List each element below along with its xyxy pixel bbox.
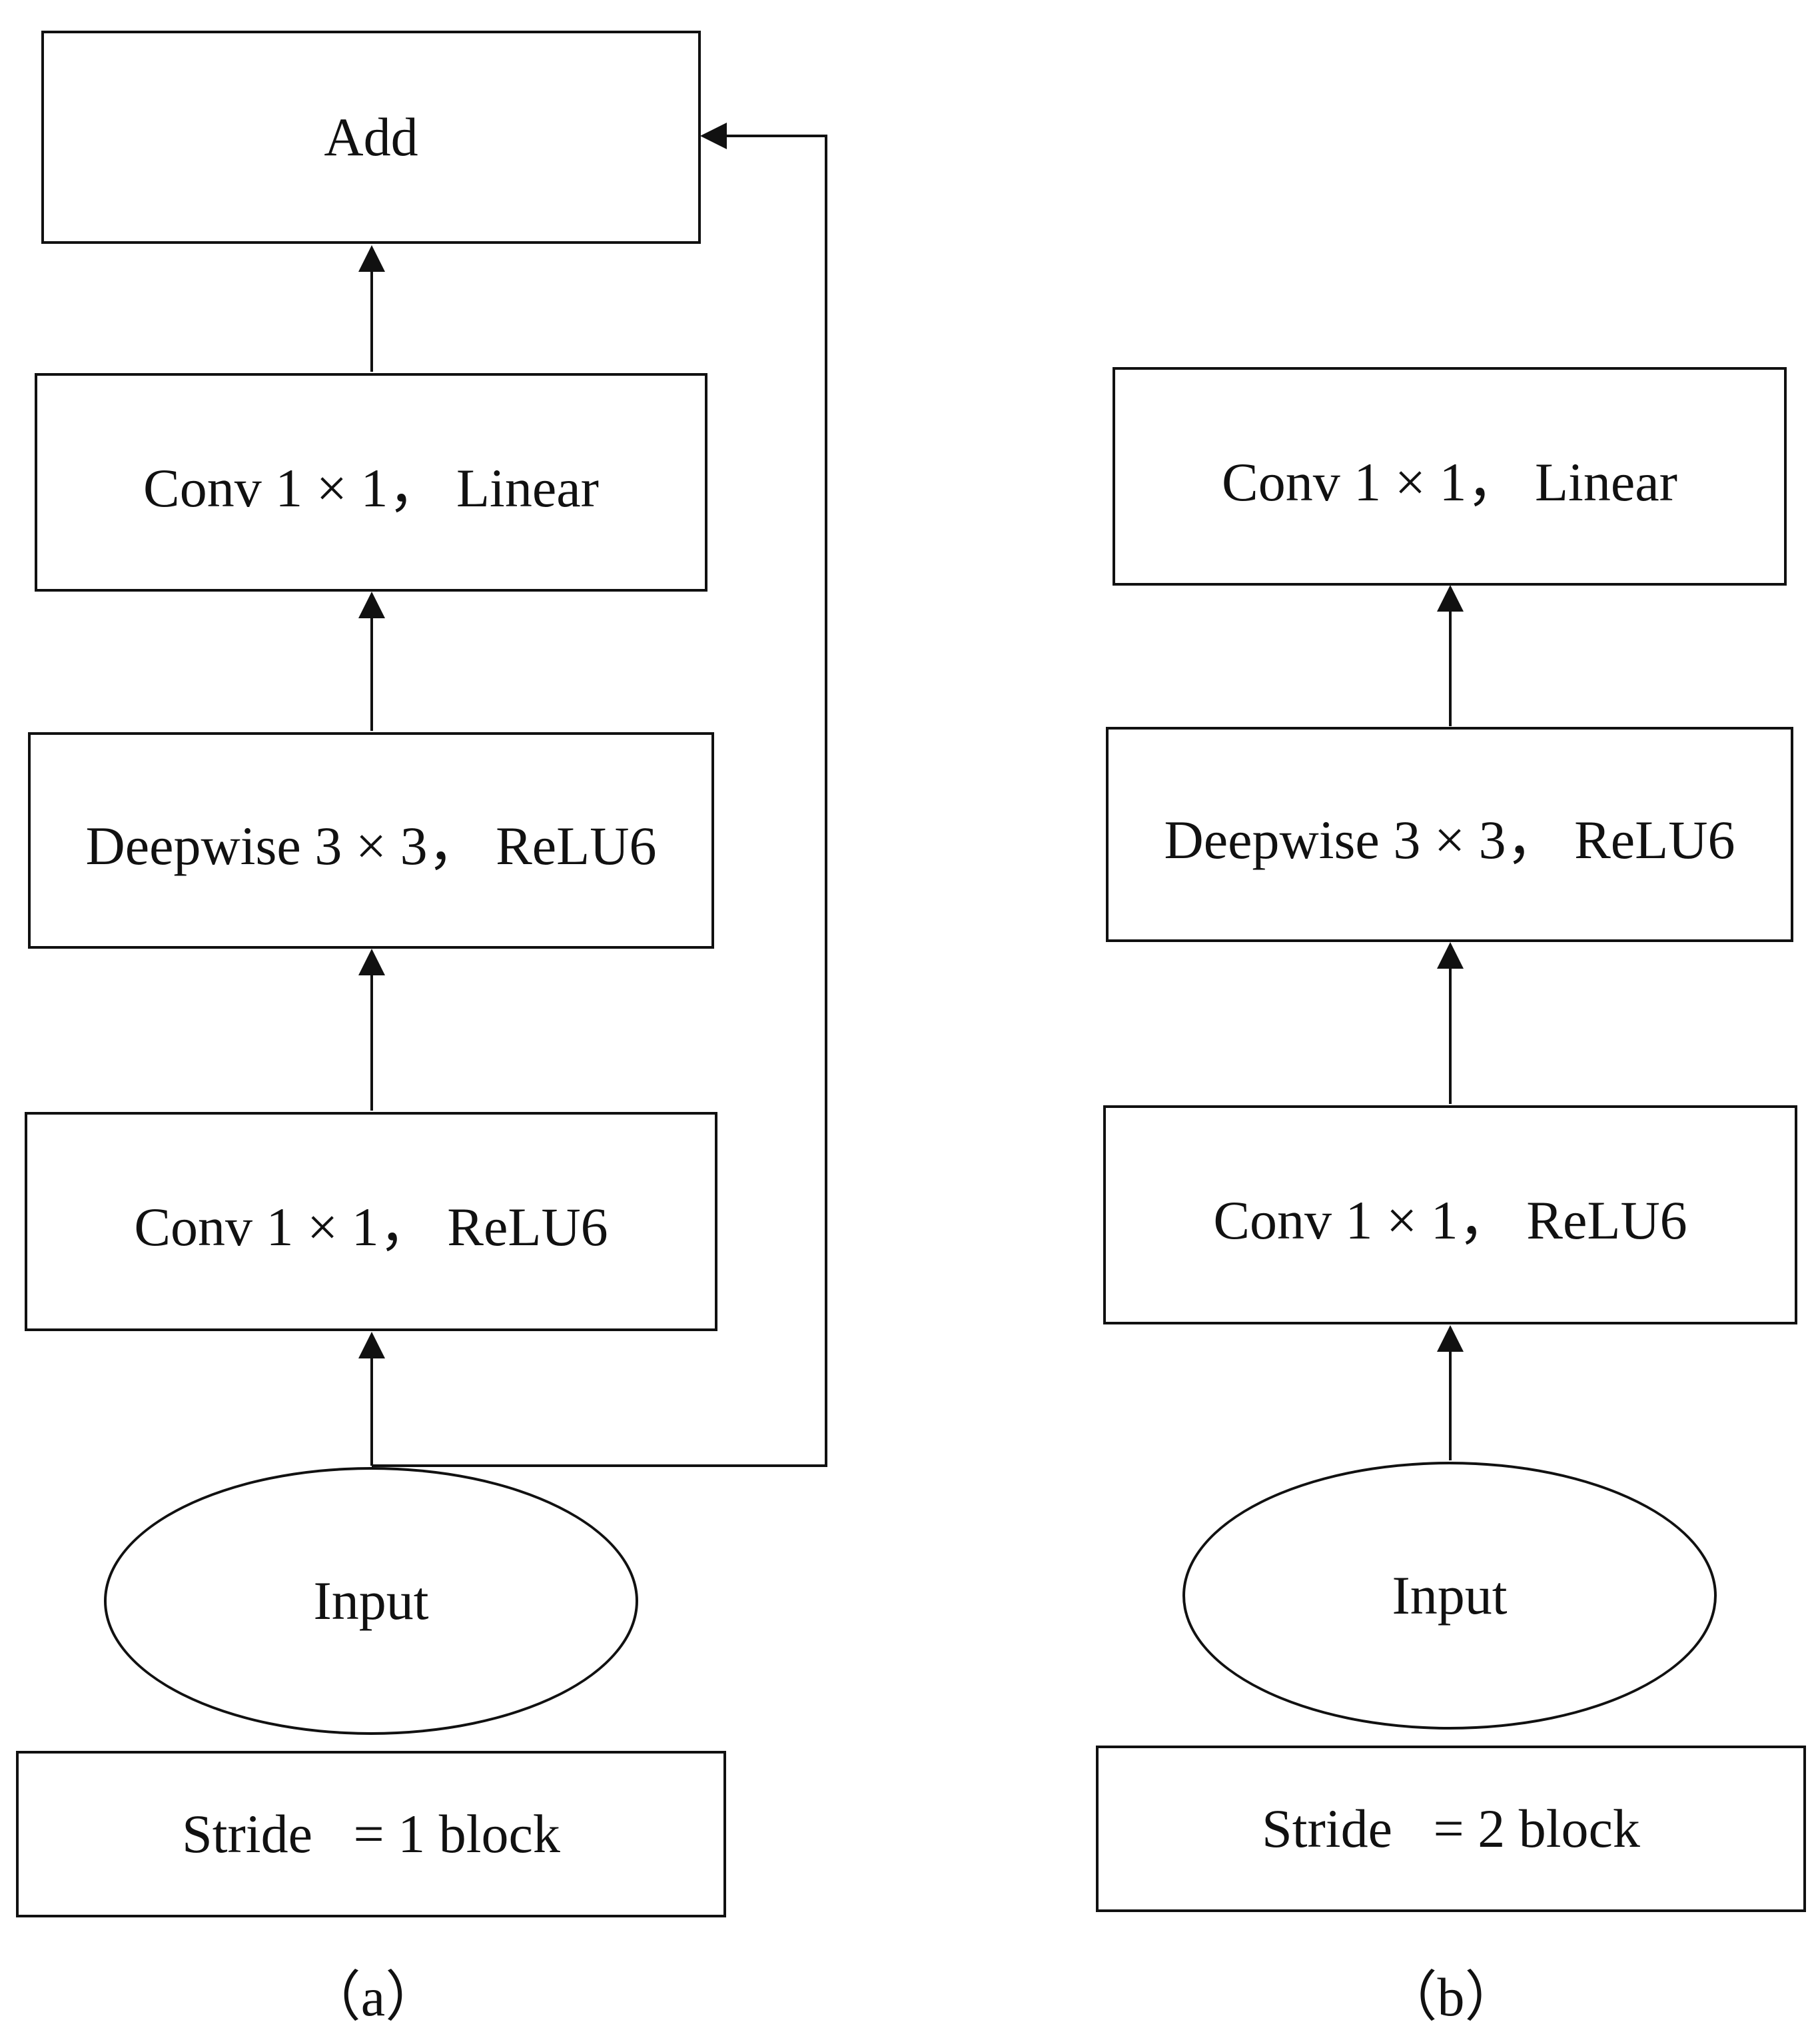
depthwise-node-b: Deepwise 3 × 3， ReLU6: [1106, 727, 1793, 942]
depthwise-label-b: Deepwise 3 × 3， ReLU6: [1164, 809, 1735, 870]
add-label-a: Add: [324, 107, 418, 167]
residual-shortcut-a: [372, 123, 827, 1467]
conv-linear-node-a: Conv 1 × 1， Linear: [35, 373, 707, 592]
input-label-a: Input: [313, 1570, 429, 1631]
conv-relu-label-b: Conv 1 × 1， ReLU6: [1213, 1190, 1687, 1251]
input-node-a: Input: [104, 1467, 638, 1735]
conv-linear-label-a: Conv 1 × 1， Linear: [143, 457, 599, 518]
stride-label-b: Stride = 2 block: [1262, 1798, 1640, 1859]
conv-relu-node-b: Conv 1 × 1， ReLU6: [1103, 1105, 1797, 1324]
caption-b: （b）: [1382, 1967, 1520, 2027]
caption-a: （a）: [306, 1967, 440, 2027]
depthwise-node-a: Deepwise 3 × 3， ReLU6: [28, 732, 714, 949]
input-label-b: Input: [1392, 1565, 1508, 1626]
add-node-a: Add: [41, 31, 701, 244]
stride-box-b: Stride = 2 block: [1096, 1746, 1806, 1912]
depthwise-label-a: Deepwise 3 × 3， ReLU6: [85, 815, 657, 876]
conv-linear-node-b: Conv 1 × 1， Linear: [1113, 367, 1787, 586]
conv-linear-label-b: Conv 1 × 1， Linear: [1222, 451, 1677, 512]
conv-relu-label-a: Conv 1 × 1， ReLU6: [134, 1197, 608, 1257]
stride-box-a: Stride = 1 block: [16, 1751, 726, 1917]
input-node-b: Input: [1182, 1462, 1717, 1730]
stride-label-a: Stride = 1 block: [182, 1803, 560, 1864]
conv-relu-node-a: Conv 1 × 1， ReLU6: [25, 1112, 717, 1331]
